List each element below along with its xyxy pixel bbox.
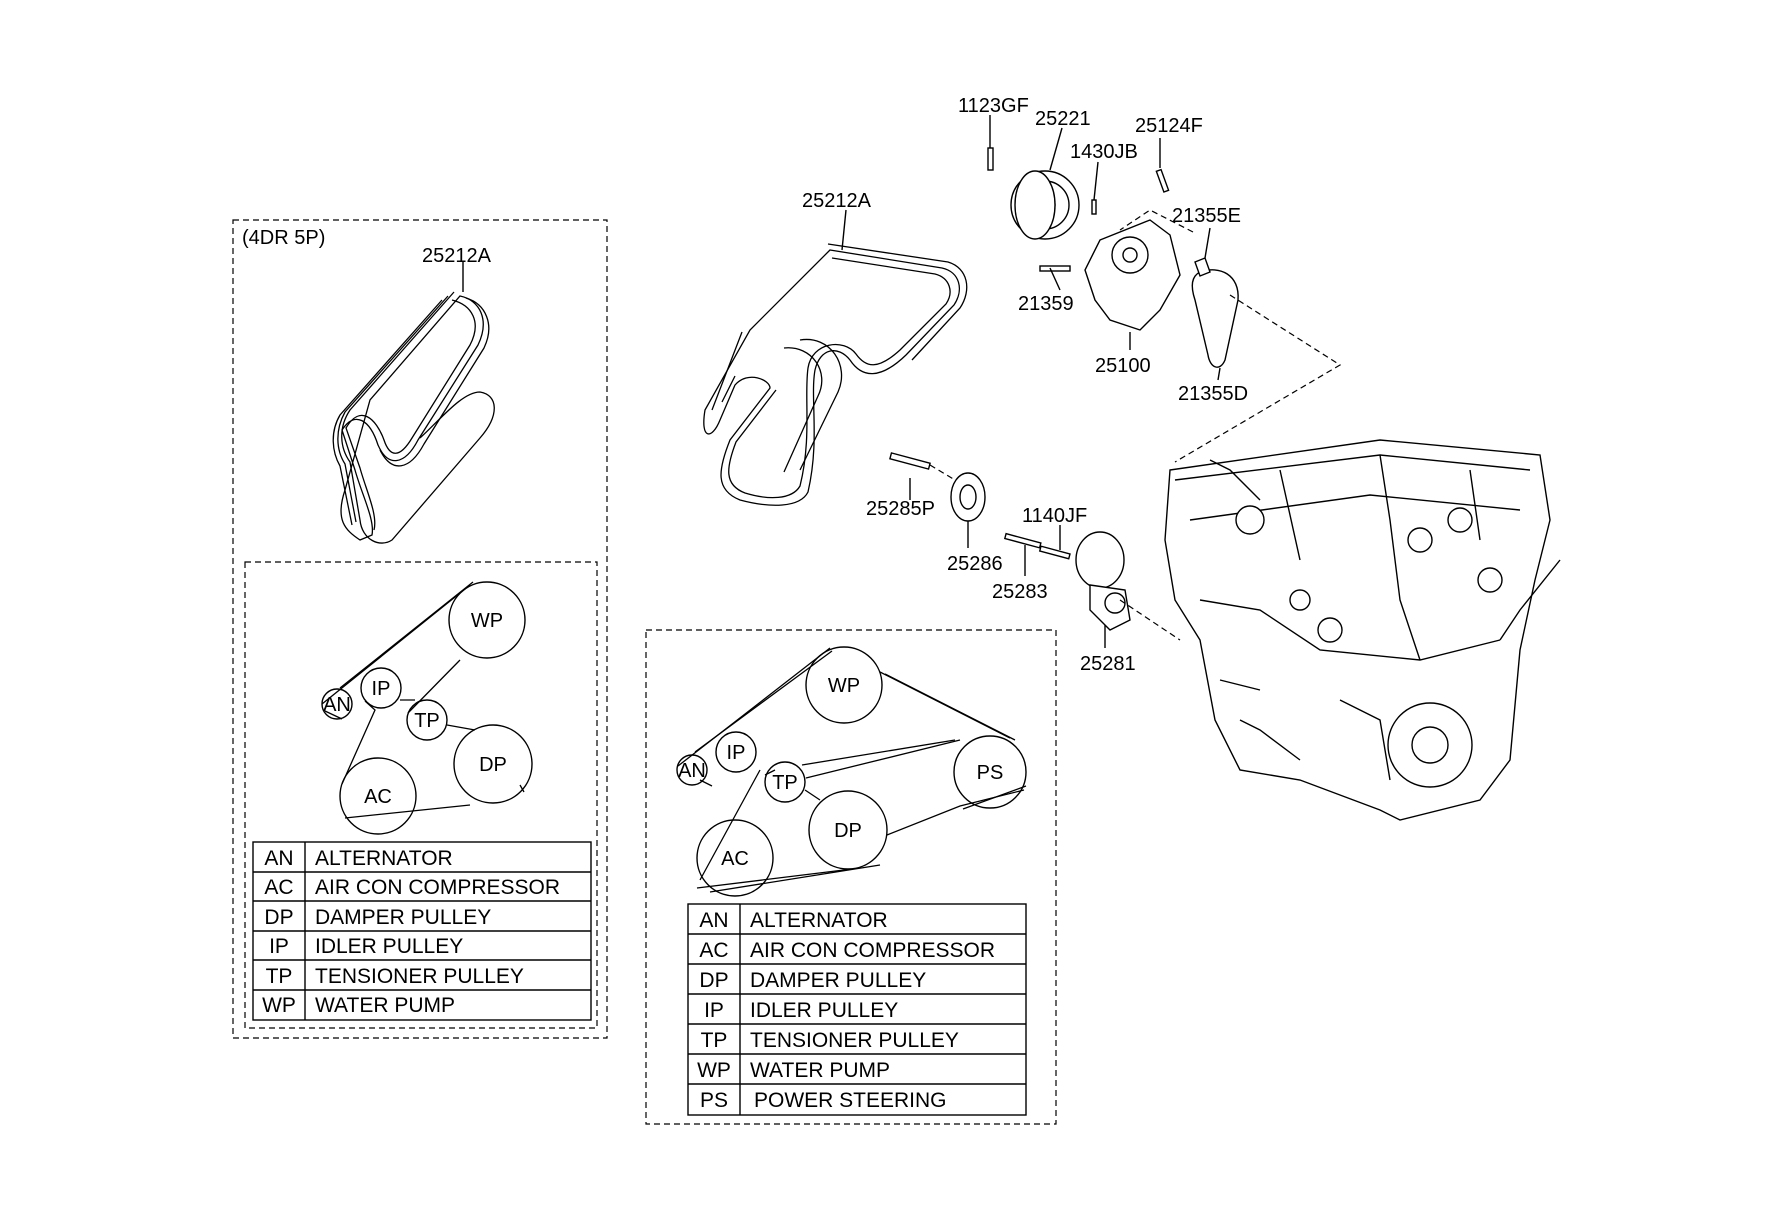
legend-name: AIR CON COMPRESSOR	[315, 876, 560, 899]
pulley-label-wp: WP	[828, 675, 860, 697]
pulley-label-an: AN	[678, 760, 706, 782]
pulley-ps	[953, 735, 1027, 809]
label-25212A-main: 25212A	[802, 190, 872, 212]
legend-code: AN	[264, 847, 293, 870]
label-25212A-box: 25212A	[422, 245, 492, 267]
legend-name: ALTERNATOR	[750, 909, 888, 932]
legend-code: IP	[269, 935, 289, 958]
legend-code: PS	[700, 1089, 728, 1112]
leader-lines	[462, 115, 1221, 648]
pulley-label-wp: WP	[471, 610, 503, 632]
legend-code: WP	[697, 1059, 731, 1082]
label-25221: 25221	[1035, 108, 1091, 130]
legend-code: DP	[699, 969, 728, 992]
legend-name: DAMPER PULLEY	[750, 969, 926, 992]
label-25281: 25281	[1080, 653, 1136, 675]
pulley-label-an: AN	[323, 694, 351, 716]
label-25283: 25283	[992, 581, 1048, 603]
legend-name: WATER PUMP	[750, 1059, 890, 1082]
pulley-tp	[406, 699, 448, 741]
bolt-25124F	[1155, 168, 1170, 193]
pulley-tp	[764, 761, 806, 803]
pulley-label-ac: AC	[364, 786, 392, 808]
legend-name: IDLER PULLEY	[315, 935, 463, 958]
legend-name: TENSIONER PULLEY	[315, 965, 524, 988]
pulley-ac	[339, 757, 417, 835]
label-21355E: 21355E	[1172, 205, 1241, 227]
gasket-21355D	[1191, 269, 1239, 368]
legend-name: POWER STEERING	[754, 1089, 947, 1112]
legend-table-6p: AN ALTERNATOR AC AIR CON COMPRESSOR DP D…	[687, 903, 1027, 1116]
legend-code: IP	[704, 999, 724, 1022]
water-pump-body	[1084, 219, 1181, 331]
belt-main-drawing	[703, 243, 968, 506]
legend-code: AC	[699, 939, 728, 962]
label-1430JB: 1430JB	[1070, 141, 1138, 163]
legend-name: WATER PUMP	[315, 994, 455, 1017]
variant-label: (4DR 5P)	[242, 227, 325, 249]
label-25124F: 25124F	[1135, 115, 1203, 137]
bolt-1140JF	[1038, 545, 1071, 560]
idler-tensioner-group	[889, 452, 1131, 631]
tensioner-25281	[1075, 531, 1125, 589]
label-25286: 25286	[947, 553, 1003, 575]
o-ring-21355E	[1194, 257, 1211, 277]
label-1123GF: 1123GF	[958, 95, 1029, 117]
pulley-label-ps: PS	[977, 762, 1004, 784]
routing-6p: WP IP AN TP PS DP AC	[676, 646, 1027, 897]
water-pump-group	[987, 147, 1239, 368]
legend-code: DP	[264, 906, 293, 929]
pulley-label-dp: DP	[834, 820, 862, 842]
bolt-1123GF	[987, 147, 994, 171]
label-1140JF: 1140JF	[1022, 505, 1087, 527]
legend-name: ALTERNATOR	[315, 847, 453, 870]
legend-code: WP	[262, 994, 296, 1017]
legend-code: TP	[266, 965, 293, 988]
label-25285P: 25285P	[866, 498, 935, 520]
part-number-labels: 1123GF 25221 25124F 1430JB 21355E 25212A…	[422, 95, 1248, 675]
bolt-25285P	[889, 452, 931, 470]
legend-code: TP	[701, 1029, 728, 1052]
pulley-ip	[715, 731, 757, 773]
routing-5p: WP IP AN TP DP AC	[321, 581, 533, 835]
pulley-label-dp: DP	[479, 754, 507, 776]
label-21355D: 21355D	[1178, 383, 1248, 405]
bolt-25283	[1003, 532, 1042, 549]
label-25100: 25100	[1095, 355, 1151, 377]
legend-code: AN	[699, 909, 728, 932]
pulley-label-tp: TP	[772, 772, 798, 794]
assembly-lines	[929, 209, 1342, 641]
legend-name: TENSIONER PULLEY	[750, 1029, 959, 1052]
pulley-dp	[453, 724, 533, 804]
pulley-label-ip: IP	[372, 678, 391, 700]
variant-6p-box: WP IP AN TP PS DP AC AN ALTERNATOR AC AI…	[645, 629, 1057, 1125]
legend-name: IDLER PULLEY	[750, 999, 898, 1022]
belt-5p-drawing	[332, 291, 495, 544]
legend-code: AC	[264, 876, 293, 899]
pulley-label-ip: IP	[727, 742, 746, 764]
pulley-wp	[448, 581, 526, 659]
pulley-ac	[696, 819, 774, 897]
pulley-ip	[360, 667, 402, 709]
label-21359: 21359	[1018, 293, 1074, 315]
legend-table-5p: AN ALTERNATOR AC AIR CON COMPRESSOR DP D…	[252, 841, 592, 1021]
variant-5p-box: (4DR 5P) WP IP AN TP DP AC	[232, 219, 608, 1039]
pulley-label-tp: TP	[414, 710, 440, 732]
legend-name: DAMPER PULLEY	[315, 906, 491, 929]
bolt-21359	[1039, 265, 1071, 272]
legend-name: AIR CON COMPRESSOR	[750, 939, 995, 962]
pulley-wp	[805, 646, 883, 724]
engine-block	[1164, 439, 1561, 821]
pulley-label-ac: AC	[721, 848, 749, 870]
pin-1430JB	[1091, 199, 1097, 215]
